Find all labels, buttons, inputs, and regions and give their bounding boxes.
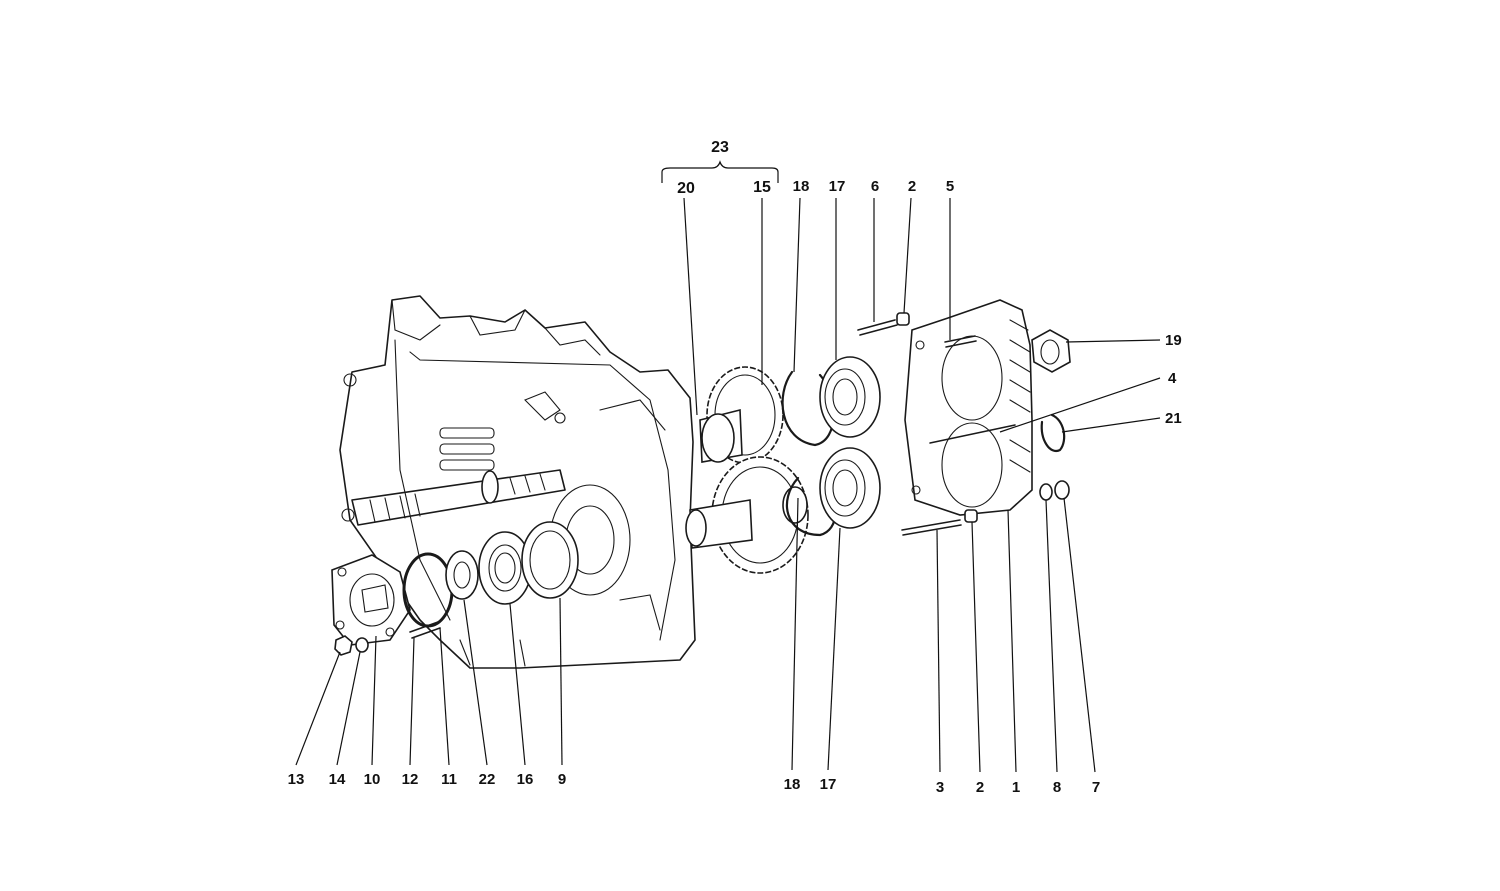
callout-2-top: 2 <box>908 178 916 195</box>
callout-18-top: 18 <box>793 178 810 195</box>
callout-11: 11 <box>441 771 457 788</box>
callout-16: 16 <box>517 771 534 788</box>
callout-9: 9 <box>558 771 566 788</box>
callout-6: 6 <box>871 178 879 195</box>
stud-part-6 <box>857 319 898 336</box>
dowel-part-2-lower <box>964 509 978 523</box>
ring-nut-part-22 <box>445 550 479 600</box>
callout-7: 7 <box>1092 779 1100 796</box>
callout-21: 21 <box>1165 410 1182 427</box>
nut-part-19 <box>1031 329 1071 373</box>
intermediate-plate-part-1 <box>904 299 1033 516</box>
leader-lines <box>295 197 1161 773</box>
long-stud-part-3 <box>901 519 962 536</box>
washer-part-8 <box>1039 483 1053 501</box>
long-stud-part-4 <box>929 424 1016 444</box>
callout-labels: 20 15 18 17 6 2 5 19 4 21 18 17 3 2 1 8 … <box>288 178 1182 796</box>
gear-part-20 <box>685 456 809 574</box>
callout-10: 10 <box>364 771 381 788</box>
group-bracket-23: 23 <box>661 139 779 183</box>
cover-plate-part-10 <box>331 554 411 646</box>
group-label-23: 23 <box>711 139 729 156</box>
callout-12: 12 <box>402 771 419 788</box>
seal-part-9 <box>521 521 579 599</box>
stud-part-12 <box>409 621 441 639</box>
callout-5: 5 <box>946 178 954 195</box>
callout-13: 13 <box>288 771 305 788</box>
dowel-part-2-upper <box>896 312 910 326</box>
callout-22: 22 <box>479 771 496 788</box>
nut-part-7 <box>1054 480 1070 500</box>
callout-4: 4 <box>1168 370 1177 387</box>
callout-2-bottom: 2 <box>976 779 984 796</box>
callout-1: 1 <box>1012 779 1020 796</box>
callout-19: 19 <box>1165 332 1182 349</box>
callout-18-bottom: 18 <box>784 776 801 793</box>
callout-17-bottom: 17 <box>820 776 837 793</box>
washer-part-14 <box>355 637 369 653</box>
input-shaft <box>351 469 566 526</box>
circlip-part-21 <box>1040 413 1066 453</box>
callout-14: 14 <box>329 771 346 788</box>
callout-8: 8 <box>1053 779 1061 796</box>
callout-15: 15 <box>753 179 771 196</box>
stud-part-5 <box>944 335 977 348</box>
callout-20: 20 <box>677 180 695 197</box>
nut-part-13 <box>334 635 353 656</box>
callout-17-top: 17 <box>829 178 846 195</box>
gear-part-15 <box>699 366 784 464</box>
bearing-part-17-lower <box>819 447 881 529</box>
callout-3: 3 <box>936 779 944 796</box>
o-ring-part-11 <box>402 552 454 628</box>
bearing-part-17-upper <box>819 356 881 438</box>
